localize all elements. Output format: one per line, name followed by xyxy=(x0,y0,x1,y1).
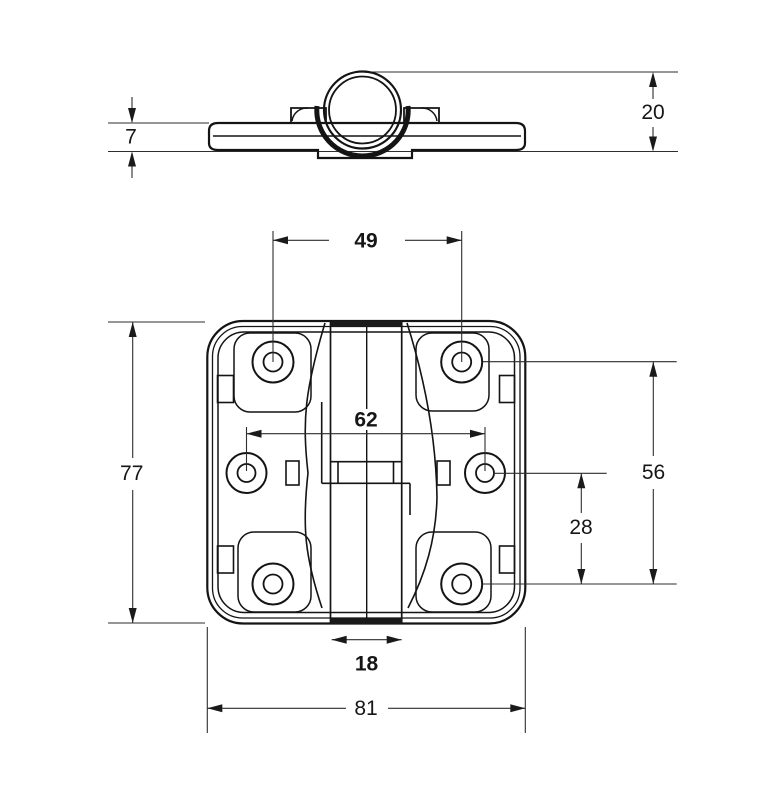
dimension-28: 28 xyxy=(495,472,607,584)
right-wing xyxy=(403,107,440,124)
arrowhead-down xyxy=(649,136,657,152)
knuckle-barrel-inner xyxy=(328,75,397,145)
left-cam-tab xyxy=(285,460,300,486)
notch-right-top xyxy=(498,374,516,404)
dimension-label-56: 56 xyxy=(642,461,665,484)
arrowhead-right xyxy=(446,236,462,245)
arrowhead-left xyxy=(273,236,288,245)
arrowhead-right xyxy=(470,429,485,438)
screw-holes xyxy=(225,340,506,606)
arrowhead-up xyxy=(577,473,586,489)
dimension-20: 20 xyxy=(641,72,665,152)
dimension-7: 7 xyxy=(125,97,137,178)
dimension-label-81: 81 xyxy=(354,697,377,720)
arrowhead-down xyxy=(649,569,658,584)
arrowhead-down xyxy=(128,608,137,623)
label-mask xyxy=(349,229,383,251)
knuckle-saddle-curl xyxy=(314,105,411,159)
arrowhead-up xyxy=(649,361,658,377)
arrowhead-right xyxy=(386,635,402,644)
notch-left-bottom xyxy=(216,545,235,574)
band-top-thick-segment xyxy=(330,320,402,327)
notch-right-bottom xyxy=(498,545,516,574)
pad-top-right xyxy=(415,332,490,412)
arrowhead-up xyxy=(128,151,136,167)
hinge-leaf-profile xyxy=(207,121,527,160)
side-profile-view: 7 20 xyxy=(108,70,678,178)
arrowhead-down xyxy=(128,108,136,123)
band-bottom-thick-segment xyxy=(330,618,402,624)
arrowhead-up xyxy=(128,322,137,337)
dimension-label-28: 28 xyxy=(569,516,592,539)
arrowhead-right xyxy=(510,704,526,713)
arrowhead-down xyxy=(577,569,586,584)
dimension-56: 56 xyxy=(483,361,677,585)
left-leaf-cam-curve xyxy=(304,322,326,609)
dimension-label-62: 62 xyxy=(354,409,377,432)
left-wing xyxy=(290,107,327,124)
arrowhead-up xyxy=(649,72,657,87)
arrowhead-left xyxy=(246,429,262,438)
left-wing-curl xyxy=(291,107,309,122)
dimension-label-49: 49 xyxy=(354,230,377,253)
dimension-49: 49 xyxy=(272,229,463,362)
dimension-18: 18 xyxy=(331,635,402,676)
pad-bottom-left xyxy=(237,531,312,613)
notch-left-top xyxy=(216,374,235,404)
dimension-81: 81 xyxy=(206,627,526,733)
label-mask xyxy=(350,409,382,430)
right-cam-tab xyxy=(436,460,451,486)
front-view: 49 62 77 xyxy=(108,229,677,733)
knuckle-barrel-outer xyxy=(322,70,403,150)
screw-hole-bottom-left xyxy=(251,562,295,606)
arrowhead-left xyxy=(331,635,347,644)
dimension-62: 62 xyxy=(245,409,486,471)
dimension-label-7: 7 xyxy=(125,126,137,149)
leaf-cross-bar xyxy=(320,402,411,515)
dimension-label-77: 77 xyxy=(120,462,143,485)
right-leaf-cam-curve xyxy=(406,322,438,609)
dimension-label-18: 18 xyxy=(355,653,379,676)
pad-bottom-right xyxy=(415,531,492,613)
arrowhead-left xyxy=(207,704,223,713)
dimension-77: 77 xyxy=(108,321,205,624)
dimension-label-20: 20 xyxy=(641,101,664,124)
screw-hole-bottom-right xyxy=(440,562,484,606)
right-wing-curl xyxy=(420,107,438,122)
